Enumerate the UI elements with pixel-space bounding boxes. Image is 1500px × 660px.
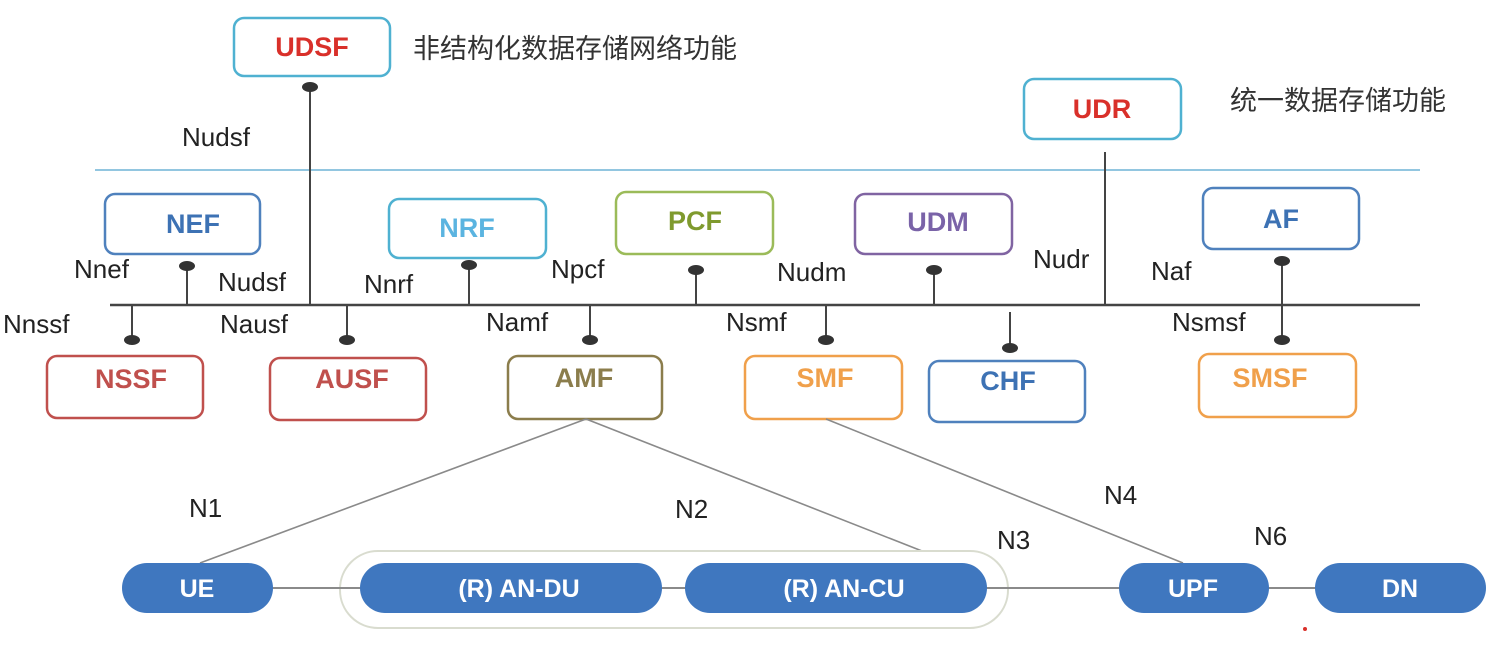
- amf-connector-head: [582, 335, 598, 345]
- an-cu-label: (R) AN-CU: [783, 575, 904, 603]
- nef-label: NEF: [166, 209, 220, 239]
- amf-label: AMF: [555, 363, 613, 393]
- udsf-connector-head: [302, 82, 318, 92]
- smsf-node[interactable]: SMSF: [1197, 352, 1358, 419]
- nnef-interface-label: Nnef: [74, 254, 130, 284]
- ausf-node[interactable]: AUSF: [268, 356, 428, 422]
- nef-connector-head: [179, 261, 195, 271]
- udm-connector-head: [926, 265, 942, 275]
- nudr-interface-label: Nudr: [1033, 244, 1090, 274]
- nrf-node[interactable]: NRF: [387, 197, 548, 260]
- upf-node[interactable]: UPF: [1119, 563, 1269, 613]
- n3-label: N3: [997, 525, 1030, 555]
- pcf-connector-head: [688, 265, 704, 275]
- udr-node[interactable]: UDR: [1022, 77, 1183, 141]
- nssf-node[interactable]: NSSF: [45, 354, 205, 420]
- nef-node[interactable]: NEF: [103, 192, 262, 256]
- nnssf-interface-label: Nnssf: [3, 309, 70, 339]
- udr-description: 统一数据存储功能: [1230, 86, 1446, 117]
- nssf-label: NSSF: [95, 364, 167, 394]
- smf-node[interactable]: SMF: [743, 354, 904, 421]
- smf-connector-head: [818, 335, 834, 345]
- dn-label: DN: [1382, 575, 1418, 603]
- af-label: AF: [1263, 204, 1299, 234]
- nrf-connector-head: [461, 260, 477, 270]
- udr-label: UDR: [1073, 94, 1132, 124]
- pcf-label: PCF: [668, 206, 722, 236]
- upf-label: UPF: [1168, 575, 1218, 603]
- an-du-label: (R) AN-DU: [458, 575, 579, 603]
- chf-label: CHF: [980, 366, 1036, 396]
- nudsf-bus-label: Nudsf: [218, 267, 287, 297]
- nudsf-interface-label: Nudsf: [182, 122, 251, 152]
- npcf-interface-label: Npcf: [551, 254, 605, 284]
- af-connector-head: [1274, 256, 1290, 266]
- n6-label: N6: [1254, 521, 1287, 551]
- nsmsf-interface-label: Nsmsf: [1172, 307, 1246, 337]
- nausf-interface-label: Nausf: [220, 309, 289, 339]
- amf-node[interactable]: AMF: [506, 354, 664, 421]
- ausf-connector-head: [339, 335, 355, 345]
- red-dot-marker: [1303, 627, 1307, 631]
- nssf-connector-head: [124, 335, 140, 345]
- nudm-interface-label: Nudm: [777, 257, 846, 287]
- naf-interface-label: Naf: [1151, 256, 1192, 286]
- namf-interface-label: Namf: [486, 307, 549, 337]
- an-cu-node[interactable]: (R) AN-CU: [685, 563, 987, 613]
- nnrf-interface-label: Nnrf: [364, 269, 414, 299]
- af-node[interactable]: AF: [1201, 186, 1361, 251]
- nrf-label: NRF: [439, 213, 495, 243]
- ue-node[interactable]: UE: [122, 563, 273, 613]
- an-du-node[interactable]: (R) AN-DU: [360, 563, 662, 613]
- chf-connector-head: [1002, 343, 1018, 353]
- n2-label: N2: [675, 494, 708, 524]
- udsf-description: 非结构化数据存储网络功能: [413, 34, 737, 65]
- n2-line: [585, 418, 923, 552]
- udm-node[interactable]: UDM: [853, 192, 1014, 256]
- pcf-node[interactable]: PCF: [614, 190, 775, 256]
- udm-label: UDM: [907, 207, 969, 237]
- chf-node[interactable]: CHF: [927, 359, 1087, 424]
- dn-node[interactable]: DN: [1315, 563, 1486, 613]
- n1-line: [199, 418, 587, 564]
- udsf-label: UDSF: [275, 32, 349, 62]
- ausf-label: AUSF: [315, 364, 389, 394]
- nsmf-interface-label: Nsmf: [726, 307, 787, 337]
- smsf-connector-head: [1274, 335, 1290, 345]
- n4-line: [825, 418, 1184, 564]
- smf-label: SMF: [797, 363, 854, 393]
- udsf-node[interactable]: UDSF: [232, 16, 392, 78]
- n1-label: N1: [189, 493, 222, 523]
- smsf-label: SMSF: [1232, 363, 1307, 393]
- ue-label: UE: [180, 575, 215, 603]
- n4-label: N4: [1104, 480, 1137, 510]
